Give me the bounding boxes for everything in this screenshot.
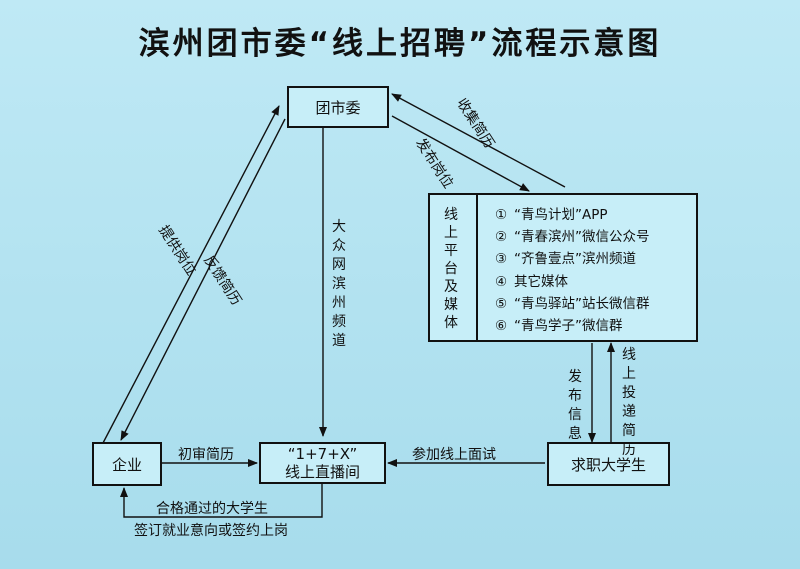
node-livestream-line1: “1+7+X” — [287, 445, 358, 463]
arrow-collect-resumes — [391, 93, 566, 188]
platform-item-number: ② — [494, 229, 508, 246]
node-enterprise: 企业 — [92, 442, 162, 486]
node-youth-league-label: 团市委 — [315, 98, 361, 117]
platform-item: ② “青春滨州”微信公众号 — [488, 226, 693, 248]
platform-item: ① “青鸟计划”APP — [488, 204, 693, 226]
node-platform — [428, 193, 698, 342]
platform-item-text: 其它媒体 — [514, 273, 568, 290]
platform-item-number: ④ — [494, 273, 508, 290]
label-qualified-graduates: 合格通过的大学生 — [156, 501, 268, 517]
label-dazhong-channel: 大众网滨州频道 — [332, 219, 346, 349]
platform-item-number: ⑤ — [494, 295, 508, 312]
platform-item-text: “青鸟学子”微信群 — [514, 317, 623, 334]
platform-item-text: “青春滨州”微信公众号 — [514, 229, 650, 246]
platform-divider — [476, 195, 478, 340]
label-initial-screening: 初审简历 — [178, 447, 234, 463]
platform-list: ① “青鸟计划”APP ② “青春滨州”微信公众号 ③ “齐鲁壹点”滨州频道 ④ 其它媒体 ⑤ “… — [488, 204, 693, 337]
label-online-submit: 线上投递简历 — [622, 347, 636, 458]
arrow-provide-positions — [102, 105, 280, 444]
platform-item-number: ① — [494, 207, 508, 223]
platform-item: ⑤ “青鸟驿站”站长微信群 — [488, 293, 693, 315]
node-graduates-label: 求职大学生 — [570, 455, 646, 474]
arrow-feedback-resumes — [120, 118, 286, 441]
arrow-qualified-graduates — [120, 484, 323, 518]
platform-item: ④ 其它媒体 — [488, 271, 693, 293]
node-youth-league: 团市委 — [287, 86, 389, 128]
node-enterprise-label: 企业 — [111, 455, 142, 474]
label-sign-agreement: 签订就业意向或签约上岗 — [134, 523, 288, 539]
arrow-publish-positions — [391, 115, 530, 192]
diagram-title: 滨州团市委“线上招聘”流程示意图 — [138, 26, 662, 62]
platform-item-number: ③ — [494, 251, 508, 268]
platform-item-text: “青鸟驿站”站长微信群 — [514, 295, 650, 312]
node-graduates: 求职大学生 — [547, 442, 670, 486]
platform-item: ⑥ “青鸟学子”微信群 — [488, 315, 693, 337]
platform-item-number: ⑥ — [494, 317, 508, 334]
label-join-interview: 参加线上面试 — [412, 447, 496, 463]
platform-side-label: 线上平台及媒体 — [444, 207, 458, 331]
platform-item: ③ “齐鲁壹点”滨州频道 — [488, 248, 693, 270]
label-publish-info: 发布信息 — [568, 369, 582, 442]
platform-item-text: “青鸟计划”APP — [514, 207, 608, 223]
platform-item-text: “齐鲁壹点”滨州频道 — [514, 251, 636, 268]
node-livestream: “1+7+X” 线上直播间 — [259, 442, 386, 484]
node-livestream-line2: 线上直播间 — [284, 463, 360, 481]
